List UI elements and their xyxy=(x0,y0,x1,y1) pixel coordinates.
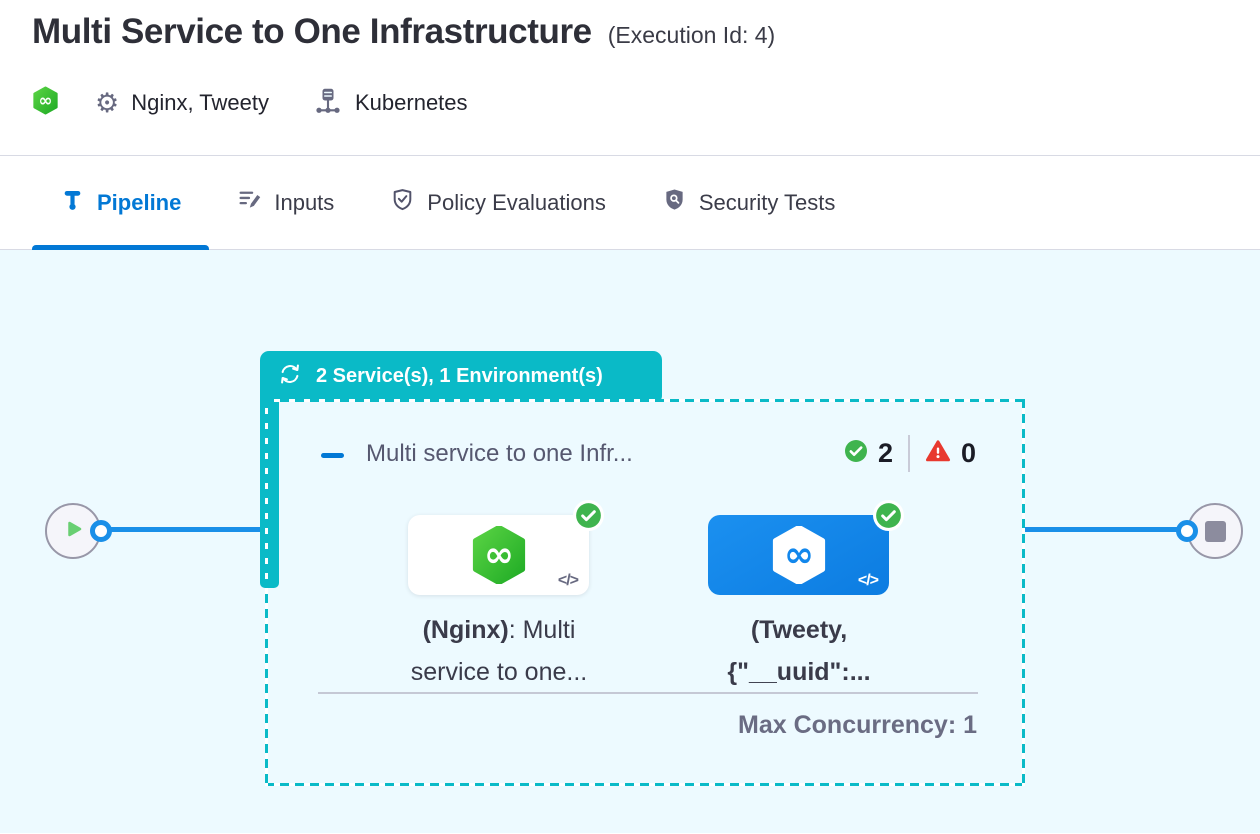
connector-port-right xyxy=(1176,520,1198,542)
pipeline-icon xyxy=(60,187,85,218)
infinity-icon: ∞ xyxy=(39,90,53,110)
meta-row: ∞ ⚙ Nginx, Tweety Kubernetes xyxy=(32,86,1260,120)
infinity-icon: ∞ xyxy=(784,535,814,576)
tab-bar: Pipeline Inputs Policy Evaluations xyxy=(0,155,1260,250)
tab-inputs-label: Inputs xyxy=(274,189,335,215)
dashed-border-left xyxy=(265,399,268,786)
connector-line-left xyxy=(101,527,265,532)
connector-line-right xyxy=(1025,527,1182,532)
dashed-border-bottom xyxy=(265,783,1025,786)
execution-id: (Execution Id: 4) xyxy=(607,22,776,48)
gear-icon: ⚙ xyxy=(95,87,120,118)
dashed-border-right xyxy=(1022,399,1025,786)
play-icon xyxy=(61,517,85,546)
service-name-line2: service to one... xyxy=(410,658,588,686)
shield-search-icon xyxy=(662,187,687,218)
tab-pipeline[interactable]: Pipeline xyxy=(32,156,210,250)
success-check-icon xyxy=(844,439,868,468)
code-icon: </> xyxy=(557,572,579,589)
pipeline-canvas: 2 Service(s), 1 Environment(s) Multi ser… xyxy=(0,250,1260,833)
success-count: 2 xyxy=(877,438,893,468)
service-name: (Tweety, xyxy=(750,616,848,644)
service-name-rest: : Multi xyxy=(508,616,576,644)
dashed-border-top xyxy=(265,399,1025,402)
shield-check-icon xyxy=(390,187,415,218)
tab-policy-label: Policy Evaluations xyxy=(427,189,606,215)
error-count: 0 xyxy=(960,438,976,468)
execution-header: Multi Service to One Infrastructure (Exe… xyxy=(0,0,1260,155)
harness-service-logo: ∞ xyxy=(408,526,589,584)
tab-security-label: Security Tests xyxy=(698,189,836,215)
services-environments-badge[interactable]: 2 Service(s), 1 Environment(s) xyxy=(260,351,662,402)
service-card-tweety[interactable]: ∞ </> xyxy=(708,502,902,595)
stage-status: 2 0 xyxy=(844,435,976,472)
harness-logo-icon: ∞ xyxy=(32,86,59,120)
connector-port-left xyxy=(90,520,112,542)
tab-security-tests[interactable]: Security Tests xyxy=(634,156,864,249)
infinity-icon: ∞ xyxy=(484,535,514,576)
tab-pipeline-label: Pipeline xyxy=(97,189,182,215)
page-title: Multi Service to One Infrastructure xyxy=(32,12,592,51)
infrastructure-label: Kubernetes xyxy=(355,90,468,115)
error-warning-icon xyxy=(925,438,951,469)
service-card-nginx[interactable]: ∞ </> xyxy=(408,502,602,595)
stage-title[interactable]: Multi service to one Infr... xyxy=(366,440,633,467)
service-label-nginx: (Nginx): Multi service to one... xyxy=(349,609,649,693)
collapse-stage-button[interactable] xyxy=(321,453,344,458)
inputs-icon xyxy=(237,187,262,218)
code-icon: </> xyxy=(857,572,879,589)
success-badge-icon xyxy=(875,502,902,529)
badge-label: 2 Service(s), 1 Environment(s) xyxy=(316,365,603,387)
service-name-line2: {"__uuid":... xyxy=(727,658,871,686)
tab-inputs[interactable]: Inputs xyxy=(209,156,362,249)
services-label: Nginx, Tweety xyxy=(131,90,269,115)
stage-divider xyxy=(318,692,978,694)
infrastructure-icon xyxy=(313,86,343,121)
title-row: Multi Service to One Infrastructure (Exe… xyxy=(32,12,1260,62)
status-divider xyxy=(907,435,910,472)
service-label-tweety: (Tweety, {"__uuid":... xyxy=(649,609,949,693)
tab-policy-evaluations[interactable]: Policy Evaluations xyxy=(362,156,634,249)
active-tab-underline xyxy=(32,245,210,250)
max-concurrency-label: Max Concurrency: 1 xyxy=(738,711,977,739)
service-name: (Nginx) xyxy=(422,616,509,644)
stage-group-box: Multi service to one Infr... 2 0 xyxy=(265,399,1025,786)
stop-icon xyxy=(1204,520,1226,542)
stage-accent-bar xyxy=(260,400,279,588)
cycle-icon xyxy=(277,361,303,393)
harness-service-logo: ∞ xyxy=(708,526,889,584)
success-badge-icon xyxy=(575,502,602,529)
